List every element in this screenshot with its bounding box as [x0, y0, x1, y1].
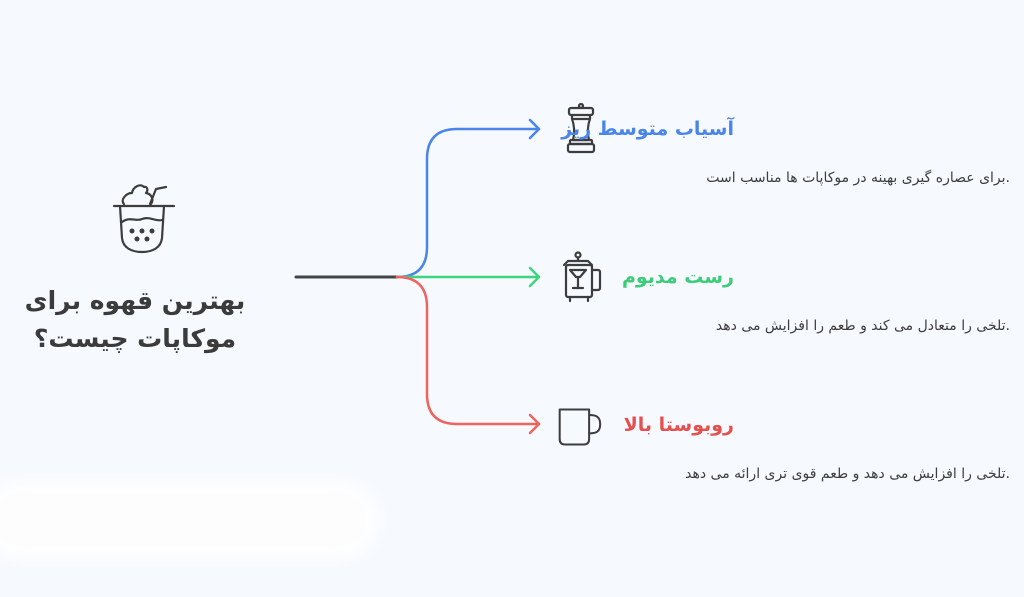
arrowhead-blue-icon — [528, 118, 541, 140]
mug-icon — [558, 408, 602, 446]
root-title: بهترین قهوه برای موکاپات چیست؟ — [24, 286, 246, 353]
french-press-icon — [562, 251, 602, 303]
branch-title-robusta: روبوستا بالا — [623, 414, 734, 436]
branch-line-red — [395, 275, 541, 426]
branch-desc-robusta: .تلخی را افزایش می دهد و طعم قوی تری ارا… — [685, 466, 1010, 482]
arrowhead-green-icon — [528, 266, 541, 288]
branch-desc-roast: .تلخی را متعادل می کند و طعم را افزایش م… — [715, 318, 1010, 334]
branch-desc-grind: .برای عصاره گیری بهینه در موکاپات ها منا… — [706, 170, 1010, 186]
branch-title-roast: رست مدیوم — [621, 266, 734, 288]
watermark-blur — [0, 480, 380, 560]
arrowhead-red-icon — [528, 413, 541, 435]
frappe-drink-icon — [112, 184, 176, 254]
coffee-grinder-icon — [566, 102, 596, 154]
branch-title-grind: آسیاب متوسط ریز — [561, 118, 734, 140]
branch-line-blue — [395, 127, 541, 279]
